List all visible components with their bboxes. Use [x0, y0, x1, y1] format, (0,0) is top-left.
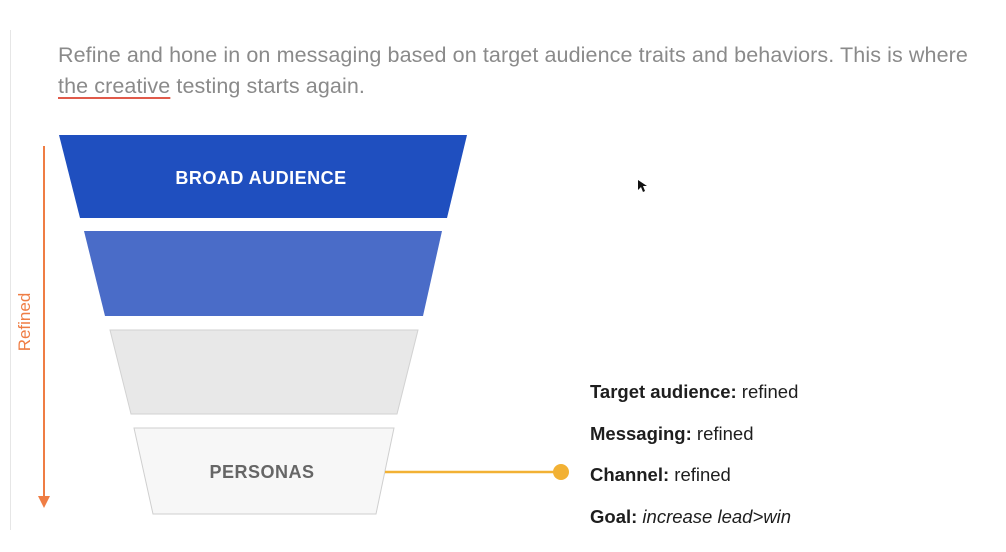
detail-messaging: Messaging: refined	[590, 420, 798, 462]
slide-left-border	[10, 30, 11, 530]
intro-text-part-2: testing starts again.	[170, 74, 365, 98]
detail-messaging-value: refined	[691, 422, 754, 444]
refined-axis-label: Refined	[15, 293, 34, 352]
detail-channel-key: Channel:	[590, 464, 670, 485]
funnel-tier-broad-audience	[59, 135, 467, 218]
refined-axis-arrowhead	[38, 496, 50, 508]
intro-underlined-text: the creative	[58, 74, 171, 98]
detail-channel: Channel: refined	[590, 461, 798, 503]
detail-channel-value: refined	[669, 464, 731, 485]
mouse-cursor-icon	[638, 180, 647, 192]
detail-goal-value: increase lead>win	[637, 505, 792, 527]
funnel-tier-3	[109, 329, 419, 415]
detail-goal: Goal: increase lead>win	[590, 503, 798, 545]
detail-messaging-key: Messaging:	[590, 422, 692, 444]
detail-target-audience-value: refined	[736, 381, 799, 402]
funnel-label-personas: PERSONAS	[209, 462, 314, 482]
persona-details: Target audience: refined Messaging: refi…	[590, 378, 798, 544]
detail-goal-key: Goal:	[590, 505, 638, 527]
funnel-tier-personas	[133, 427, 395, 515]
funnel-label-broad-audience: BROAD AUDIENCE	[175, 168, 346, 188]
detail-target-audience: Target audience: refined	[590, 378, 798, 420]
personas-connector-dot	[553, 464, 569, 480]
intro-text-part-1: Refine and hone in on messaging based on…	[58, 43, 968, 67]
intro-text: Refine and hone in on messaging based on…	[58, 40, 998, 102]
funnel-tier-2	[84, 231, 442, 316]
detail-target-audience-key: Target audience:	[590, 381, 737, 402]
